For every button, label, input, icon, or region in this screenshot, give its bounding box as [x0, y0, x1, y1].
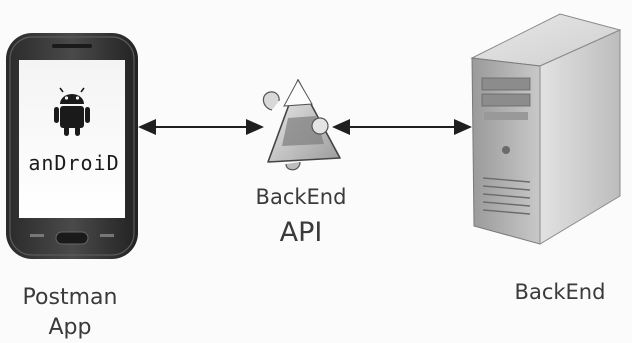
api-label-line1: BackEnd: [255, 185, 347, 209]
server-tower-icon: [470, 13, 622, 245]
phone-label: Postman App: [10, 283, 130, 343]
phone-label-line2: App: [48, 315, 92, 340]
smartphone-icon: [6, 33, 138, 259]
server-label: BackEnd: [514, 280, 606, 304]
api-puzzle-icon: [262, 78, 341, 171]
android-logo-text: anDroiD: [28, 151, 120, 175]
phone-label-line1: Postman: [22, 285, 118, 310]
android-robot-icon: [54, 87, 90, 136]
api-label-line2: API: [279, 217, 323, 248]
